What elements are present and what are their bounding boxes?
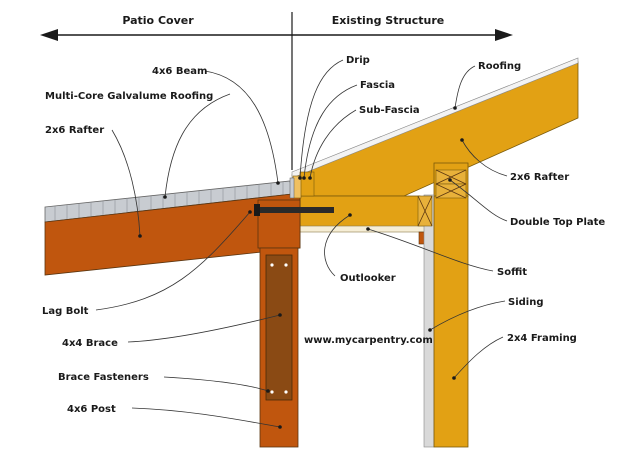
roofing-corrugations <box>54 182 284 221</box>
label-soffit: Soffit <box>497 267 527 278</box>
leader-lag-bolt <box>95 211 251 311</box>
leader-beam <box>204 70 279 184</box>
existing-roofing-strip <box>291 57 579 179</box>
sub-fascia-board <box>299 171 315 197</box>
leader-rafter-left <box>111 129 141 237</box>
leader-galvalume <box>164 93 231 198</box>
header-dimension: Patio Cover Existing Structure <box>40 12 513 170</box>
label-fascia: Fascia <box>360 80 395 91</box>
leader-rafter-right <box>461 139 508 177</box>
existing-structure-header: Existing Structure <box>332 14 444 27</box>
leader-fascia <box>303 84 358 179</box>
website-caption: www.mycarpentry.com <box>304 335 433 346</box>
leader-post <box>131 407 281 428</box>
patio-cover-header: Patio Cover <box>122 14 194 27</box>
leader-brace-fasteners <box>163 376 269 392</box>
brace <box>265 254 293 401</box>
arrow-right-icon <box>495 29 513 41</box>
leader-dots <box>138 106 464 429</box>
leader-roofing <box>454 65 476 109</box>
label-beam: 4x6 Beam <box>152 66 207 77</box>
label-siding: Siding <box>508 297 544 308</box>
drip-edge <box>289 177 295 199</box>
labels: 4x6 Beam Drip Fascia Roofing Multi-Core … <box>42 55 605 415</box>
leader-outlooker <box>324 214 351 277</box>
label-sub-fascia: Sub-Fascia <box>359 105 420 116</box>
label-outlooker: Outlooker <box>340 273 396 284</box>
leader-framing <box>453 336 504 379</box>
leader-drip <box>299 59 344 179</box>
leader-lines <box>95 59 508 428</box>
existing-structure <box>291 57 579 448</box>
label-drip: Drip <box>346 55 370 66</box>
label-brace-fasteners: Brace Fasteners <box>58 372 149 383</box>
label-brace: 4x4 Brace <box>62 338 118 349</box>
label-framing: 2x4 Framing <box>507 333 577 344</box>
label-roofing: Roofing <box>478 61 521 72</box>
siding-board <box>423 194 435 448</box>
label-rafter-left: 2x6 Rafter <box>45 125 104 136</box>
label-post: 4x6 Post <box>67 404 116 415</box>
framing-stud <box>433 195 469 448</box>
label-galvalume-roofing: Multi-Core Galvalume Roofing <box>45 91 213 102</box>
arrow-left-icon <box>40 29 58 41</box>
brace-fastener-dots <box>270 263 288 394</box>
label-lag-bolt: Lag Bolt <box>42 306 89 317</box>
label-rafter-right: 2x6 Rafter <box>510 172 569 183</box>
lag-bolt <box>258 207 334 213</box>
leader-top-plate <box>449 179 508 222</box>
lag-bolt-head <box>254 204 260 216</box>
patio-cover <box>44 171 334 448</box>
leader-soffit <box>367 228 494 272</box>
leader-sub-fascia <box>309 109 357 179</box>
leader-brace <box>127 314 281 343</box>
leader-siding <box>429 300 506 331</box>
label-double-top-plate: Double Top Plate <box>510 217 605 228</box>
